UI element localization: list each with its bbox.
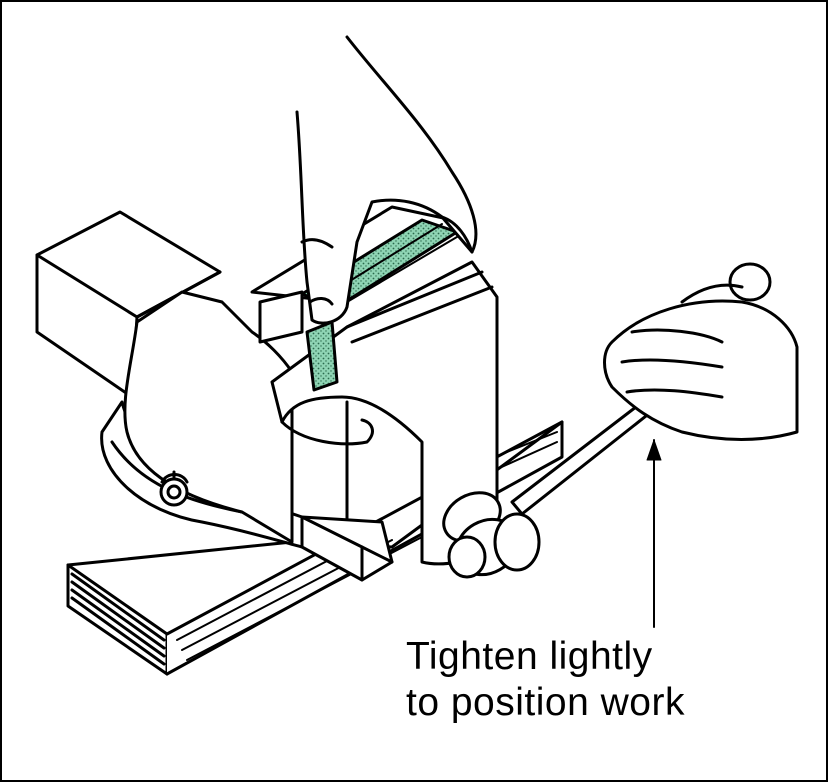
arrow-up-icon [646,439,662,628]
right-hand-icon [603,283,799,441]
caption-line-2: to position work [406,681,685,724]
vise-body [123,290,294,544]
left-hand-icon [295,35,478,325]
caption-line-1: Tighten lightly [406,635,653,678]
vise-handle [442,262,772,579]
workpiece [258,290,339,392]
vise-front-jaw [270,260,499,582]
caption: Tighten lightly to position work [406,634,685,726]
